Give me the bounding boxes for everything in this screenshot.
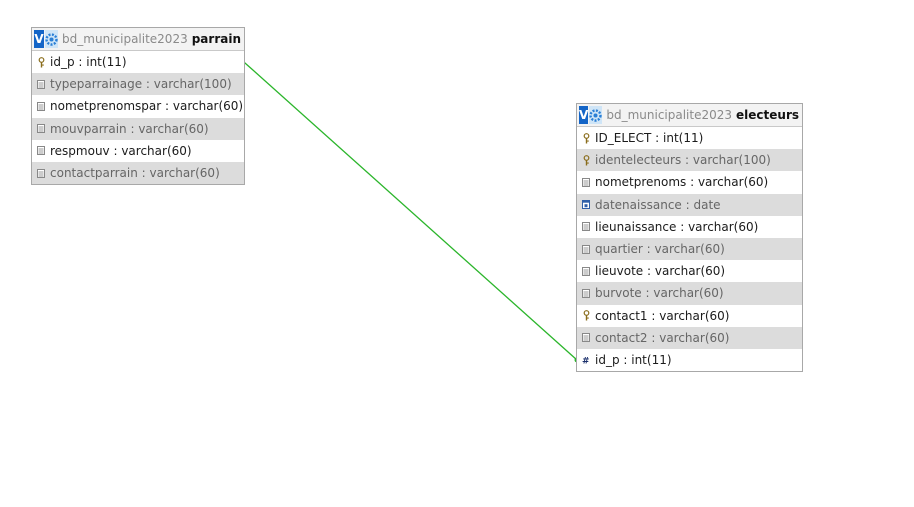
column-label: lieuvote : varchar(60) xyxy=(595,264,726,279)
column-row[interactable]: burvote : varchar(60) xyxy=(577,282,802,305)
column-label: datenaissance : date xyxy=(595,197,721,212)
table-name: electeurs xyxy=(736,108,799,122)
column-label: identelecteurs : varchar(100) xyxy=(595,153,771,168)
column-label: quartier : varchar(60) xyxy=(595,242,725,257)
column-icon xyxy=(582,266,590,276)
key-icon xyxy=(582,132,590,144)
column-row[interactable]: lieunaissance : varchar(60) xyxy=(577,216,802,238)
toggle-columns-button[interactable]: V xyxy=(579,106,589,124)
column-label: respmouv : varchar(60) xyxy=(50,143,192,158)
column-label: contactparrain : varchar(60) xyxy=(50,166,220,181)
database-name: bd_municipalite2023 xyxy=(606,108,733,122)
svg-text:#: # xyxy=(582,357,589,365)
column-row[interactable]: identelecteurs : varchar(100) xyxy=(577,149,802,172)
column-icon xyxy=(37,79,45,89)
column-icon xyxy=(582,333,590,343)
column-label: ID_ELECT : int(11) xyxy=(595,131,704,146)
column-label: mouvparrain : varchar(60) xyxy=(50,121,209,136)
column-label: contact2 : varchar(60) xyxy=(595,330,730,345)
column-list: id_p : int(11) typeparrainage : varchar(1… xyxy=(32,51,244,185)
column-label: contact1 : varchar(60) xyxy=(595,308,730,323)
table-header[interactable]: V bd_municipalite2023 electeurs xyxy=(577,104,802,127)
column-row[interactable]: nometprenoms : varchar(60) xyxy=(577,171,802,193)
column-icon xyxy=(582,288,590,298)
gear-icon[interactable] xyxy=(589,106,603,124)
column-row[interactable]: typeparrainage : varchar(100) xyxy=(32,73,244,96)
database-name: bd_municipalite2023 xyxy=(62,32,188,46)
column-label: lieunaissance : varchar(60) xyxy=(595,219,759,234)
column-icon xyxy=(582,244,590,254)
table-parrain[interactable]: V bd_municipalite2023 parrain id_p : int… xyxy=(31,27,245,186)
column-row[interactable]: id_p : int(11) xyxy=(32,51,244,73)
column-label: nometprenomspar : varchar(60) xyxy=(50,99,244,114)
column-row[interactable]: nometprenomspar : varchar(60) xyxy=(32,95,244,117)
column-icon xyxy=(37,168,45,178)
column-label: id_p : int(11) xyxy=(50,55,127,70)
column-row[interactable]: ID_ELECT : int(11) xyxy=(577,127,802,149)
column-row[interactable]: # id_p : int(11) xyxy=(577,349,802,371)
hash-icon: # xyxy=(582,355,590,365)
column-row[interactable]: respmouv : varchar(60) xyxy=(32,140,244,162)
column-row[interactable]: datenaissance : date xyxy=(577,193,802,216)
gear-icon[interactable] xyxy=(45,30,59,48)
column-row[interactable]: quartier : varchar(60) xyxy=(577,237,802,261)
column-row[interactable]: mouvparrain : varchar(60) xyxy=(32,117,244,140)
toggle-columns-button[interactable]: V xyxy=(34,30,45,48)
key-icon xyxy=(582,310,590,321)
column-row[interactable]: lieuvote : varchar(60) xyxy=(577,260,802,282)
column-list: ID_ELECT : int(11) identelecteurs : varch… xyxy=(577,127,802,371)
column-icon xyxy=(37,146,45,156)
column-icon xyxy=(37,101,45,111)
relation-line[interactable] xyxy=(243,61,578,361)
column-label: nometprenoms : varchar(60) xyxy=(595,175,769,190)
column-row[interactable]: contactparrain : varchar(60) xyxy=(32,161,244,185)
column-label: id_p : int(11) xyxy=(595,352,672,367)
table-header[interactable]: V bd_municipalite2023 parrain xyxy=(32,28,244,51)
date-icon xyxy=(582,200,590,210)
table-electeurs[interactable]: V bd_municipalite2023 electeurs ID_ELECT… xyxy=(576,103,803,373)
column-row[interactable]: contact2 : varchar(60) xyxy=(577,326,802,349)
column-icon xyxy=(37,124,45,134)
table-name: parrain xyxy=(191,32,241,46)
key-icon xyxy=(582,154,590,166)
column-label: burvote : varchar(60) xyxy=(595,286,724,301)
column-icon xyxy=(582,177,590,187)
column-row[interactable]: contact1 : varchar(60) xyxy=(577,305,802,327)
column-icon xyxy=(582,222,590,232)
column-label: typeparrainage : varchar(100) xyxy=(50,77,232,92)
key-icon xyxy=(37,56,45,68)
